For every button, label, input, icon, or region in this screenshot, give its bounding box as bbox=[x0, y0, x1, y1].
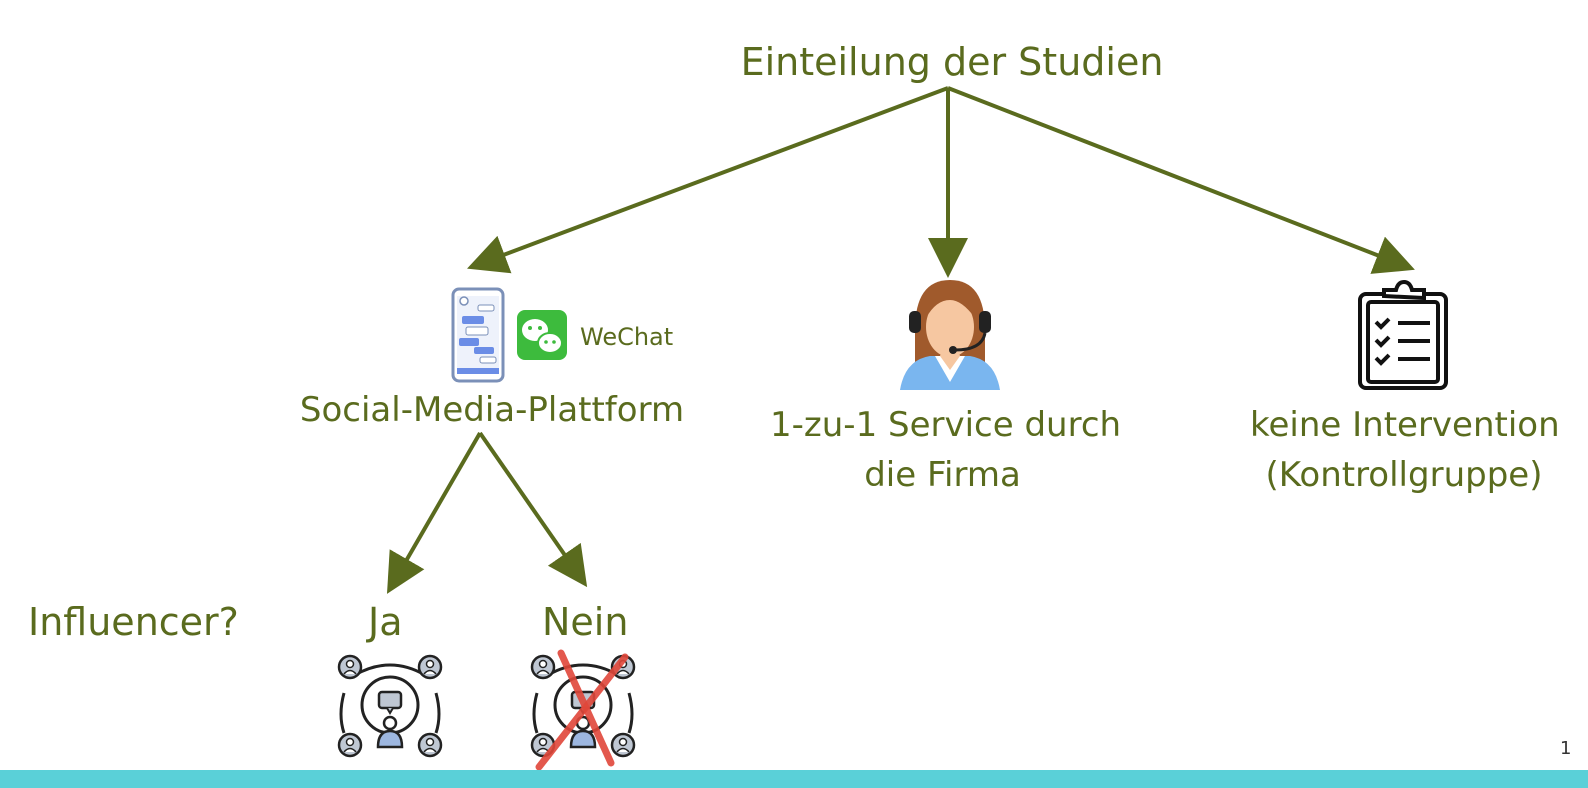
arrow-to-control bbox=[947, 86, 1415, 274]
influencer-network-crossed-icon bbox=[532, 649, 634, 771]
smartphone-chat-icon bbox=[451, 287, 505, 383]
sub-branch-ja-label: Ja bbox=[368, 600, 403, 644]
clipboard-checklist-icon bbox=[1358, 279, 1448, 390]
branch-service-line-2: die Firma bbox=[864, 455, 1021, 495]
branch-control-label: keine Intervention (Kontrollgruppe) bbox=[1250, 400, 1560, 500]
call-center-agent-icon bbox=[900, 280, 1000, 390]
wechat-label: WeChat bbox=[580, 323, 674, 351]
arrow-to-nein bbox=[478, 431, 588, 588]
branch-control-line-1: keine Intervention bbox=[1250, 405, 1560, 445]
sub-branch-nein-label: Nein bbox=[542, 600, 629, 644]
arrow-to-ja bbox=[386, 431, 482, 594]
influencer-question-label: Influencer? bbox=[28, 600, 239, 644]
branch-service-line-1: 1-zu-1 Service durch bbox=[770, 405, 1122, 445]
arrow-to-social-media bbox=[467, 86, 949, 274]
bottom-accent-bar bbox=[0, 770, 1588, 788]
branch-social-media-label: Social-Media-Plattform bbox=[299, 390, 685, 430]
branch-control-line-2: (Kontrollgruppe) bbox=[1265, 455, 1543, 495]
diagram-title: Einteilung der Studien bbox=[740, 40, 1164, 84]
influencer-network-icon bbox=[339, 656, 441, 756]
branch-service-label: 1-zu-1 Service durch die Firma bbox=[770, 400, 1122, 500]
page-number: 1 bbox=[1560, 738, 1572, 759]
wechat-logo-icon bbox=[517, 310, 567, 360]
